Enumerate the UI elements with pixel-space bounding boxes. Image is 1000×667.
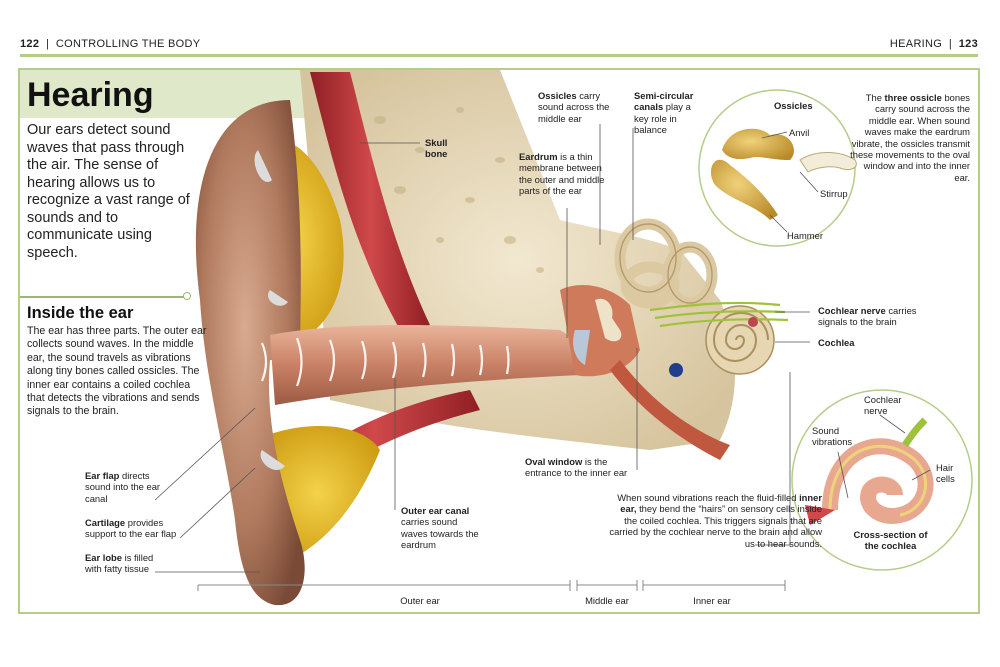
label-inner-ear: When sound vibrations reach the fluid-fi…	[609, 492, 822, 549]
region-bar	[197, 580, 786, 591]
bone-texture	[356, 107, 544, 273]
leader-lines	[154, 124, 931, 573]
round-window	[669, 363, 683, 377]
cochlear-nerve-shape	[649, 301, 789, 328]
inset-label-cochlear-nerve: Cochlear nerve	[864, 394, 902, 417]
hammer-bone	[710, 159, 778, 220]
eustachian-tube	[610, 360, 730, 460]
inside-the-ear-heading: Inside the ear	[27, 304, 134, 322]
label-outer-ear-canal: Outer ear canal carries sound waves towa…	[401, 505, 479, 551]
right-page-number: 123	[958, 38, 978, 50]
sound-waves	[260, 337, 510, 387]
eardrum-shape	[573, 330, 590, 365]
right-running-header: HEARING | 123	[889, 38, 978, 50]
cochlea-shape	[705, 305, 775, 375]
region-inner-ear: Inner ear	[693, 595, 731, 606]
right-section-name: HEARING	[889, 38, 943, 50]
inset-vibration-source	[805, 505, 835, 525]
label-ear-lobe: Ear lobe is filled with fatty tissue	[85, 552, 154, 575]
label-semicircular-canals: Semi-circular canals play a key role in …	[634, 90, 694, 136]
inset-label-hammer: Hammer	[787, 230, 823, 241]
region-middle-ear: Middle ear	[585, 595, 629, 606]
region-outer-ear: Outer ear	[400, 595, 440, 606]
inset-label-stirrup: Stirrup	[820, 188, 848, 199]
label-cochlea: Cochlea	[818, 337, 855, 348]
blood-vessel	[748, 317, 758, 327]
label-oval-window: Oval window is the entrance to the inner…	[525, 456, 628, 479]
upper-muscle	[310, 72, 430, 330]
ear-flap-shape	[195, 100, 305, 606]
inset-ossicles-title: Ossicles	[774, 100, 813, 111]
left-page-number: 122	[20, 38, 40, 50]
ear-canal-shape	[270, 325, 585, 405]
cochlea-spiral	[712, 312, 769, 362]
anvil-bone	[722, 128, 794, 160]
section-rule	[20, 296, 186, 298]
page-title: Hearing	[27, 76, 154, 114]
label-ossicles: Ossicles carry sound across the middle e…	[538, 90, 610, 124]
stirrup-bone	[799, 152, 857, 173]
middle-ossicles-shape	[595, 298, 622, 342]
ossicles-inset-circle	[698, 89, 856, 247]
header-rule	[20, 54, 978, 57]
inset-nerve	[902, 417, 928, 447]
label-cochlear-nerve: Cochlear nerve carries signals to the br…	[818, 305, 917, 328]
label-cartilage: Cartilage provides support to the ear fl…	[85, 517, 177, 540]
inset-label-sound-vibrations: Sound vibrations	[812, 425, 853, 448]
left-section-name: CONTROLLING THE BODY	[55, 38, 201, 50]
content-frame	[18, 68, 980, 614]
label-eardrum: Eardrum is a thin membrane between the o…	[519, 151, 605, 197]
inset-label-hair-cells: Hair cells	[936, 462, 955, 485]
intro-text: Our ears detect sound waves that pass th…	[27, 122, 190, 261]
section-rule-dot	[183, 292, 191, 300]
label-ear-flap: Ear flap directs sound into the ear cana…	[85, 470, 161, 504]
inset-label-anvil: Anvil	[789, 127, 810, 138]
inset-caption: Cross-section of the cochlea	[853, 529, 928, 552]
label-skull-bone: Skull bone	[425, 137, 448, 160]
inside-the-ear-body: The ear has three parts. The outer ear c…	[27, 325, 207, 418]
ossicles-description: The three ossicle bones carry sound acro…	[850, 92, 970, 183]
left-running-header: 122 | CONTROLLING THE BODY	[20, 38, 201, 50]
